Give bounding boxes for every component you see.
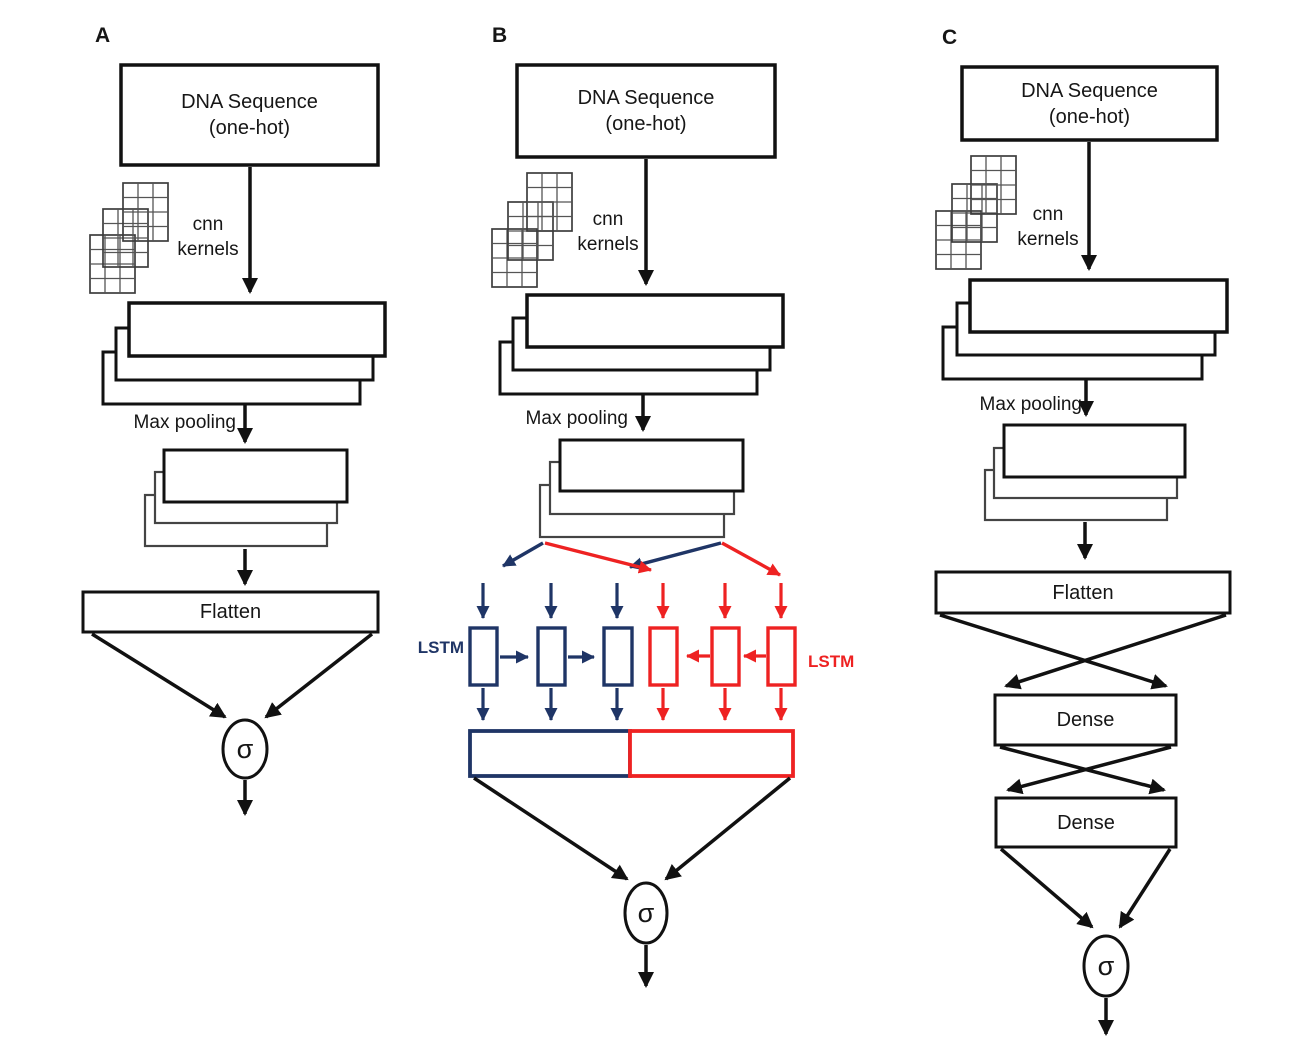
panel-b-max-pooling-label: Max pooling [525, 408, 628, 429]
panel-c-max-pooling-label: Max pooling [979, 394, 1082, 415]
panel-c-sigma-label: σ [1097, 950, 1115, 981]
lstm-exit-arrows [476, 688, 788, 721]
input-line1: DNA Sequence [181, 91, 318, 113]
lstm-input-crisscross [502, 541, 781, 577]
arrow-flatten-to-sigma-right [264, 632, 374, 719]
conv-feature-map-stack [101, 301, 387, 406]
sigmoid-node [1082, 934, 1130, 998]
dense-box-2 [994, 796, 1178, 849]
panel-c-flatten-label: Flatten [1052, 581, 1114, 604]
conv-feature-map-stack [498, 293, 785, 396]
panel-b-label: B [492, 24, 508, 47]
panel-c-cnn-kernels-label: cnn kernels [1017, 204, 1079, 250]
pooled-feature-map-stack [538, 438, 745, 539]
flatten-box [81, 590, 380, 634]
forward-lstm-cells [468, 626, 634, 687]
flatten-box [934, 570, 1232, 615]
panel-c-label: C [942, 26, 958, 49]
concat-forward-half [468, 729, 632, 778]
input-line1: DNA Sequence [1021, 79, 1158, 102]
sigmoid-node [623, 881, 669, 945]
dense-to-dense-cross-arrows [999, 745, 1172, 795]
lstm-entry-arrows [476, 583, 788, 619]
panel-a-sigma-label: σ [236, 733, 254, 764]
arrow-concat-to-sigma-left [473, 776, 629, 881]
panel-b-geometry [468, 63, 797, 988]
panel-b-input-box-label: DNA Sequence (one-hot) [517, 65, 775, 157]
panel-a-input-box-label: DNA Sequence (one-hot) [121, 65, 378, 165]
input-box [119, 63, 380, 167]
panel-c-geometry [934, 65, 1232, 1036]
cnn-kernels-icon [491, 172, 573, 288]
conv-feature-map-stack [941, 278, 1229, 381]
input-box [515, 63, 777, 159]
cnn-kernels-icon [89, 182, 169, 294]
panel-b-cnn-kernels-label: cnn kernels [577, 209, 639, 255]
input-line2: (one-hot) [208, 117, 291, 139]
input-line2: (one-hot) [1048, 105, 1131, 128]
panel-b-forward-lstm-label: LSTM [417, 638, 464, 657]
cnn-kernels-icon [935, 155, 1017, 270]
panel-c-dense2-label: Dense [1057, 811, 1115, 834]
flatten-to-dense-cross-arrows [939, 613, 1227, 690]
backward-lstm-cells [648, 626, 797, 687]
panel-a-label: A [95, 24, 111, 47]
arrow-concat-to-sigma-right [664, 776, 792, 881]
arrow-dense-to-sigma-right [1118, 848, 1172, 929]
panel-a-max-pooling-label: Max pooling [133, 412, 236, 433]
pooled-feature-map-stack [143, 448, 349, 548]
arrow-dense-to-sigma-left [999, 847, 1094, 929]
panel-a-geometry [81, 63, 387, 816]
input-box [960, 65, 1219, 142]
arrow-flatten-to-sigma-left [91, 632, 227, 719]
panel-b-backward-lstm-label: LSTM [808, 652, 855, 671]
input-line2: (one-hot) [605, 113, 687, 135]
pooled-feature-map-stack [983, 423, 1187, 522]
panel-a-flatten-label: Flatten [199, 601, 262, 623]
sigmoid-node [221, 718, 269, 780]
panel-b-sigma-label: σ [637, 897, 655, 928]
panel-c-input-box-label: DNA Sequence (one-hot) [962, 67, 1217, 140]
panel-c-dense1-label: Dense [1056, 709, 1115, 731]
panel-a-cnn-kernels-label: cnn kernels [177, 214, 239, 260]
dense-box-1 [993, 693, 1178, 747]
concat-backward-half [628, 729, 795, 778]
input-line1: DNA Sequence [577, 87, 715, 109]
